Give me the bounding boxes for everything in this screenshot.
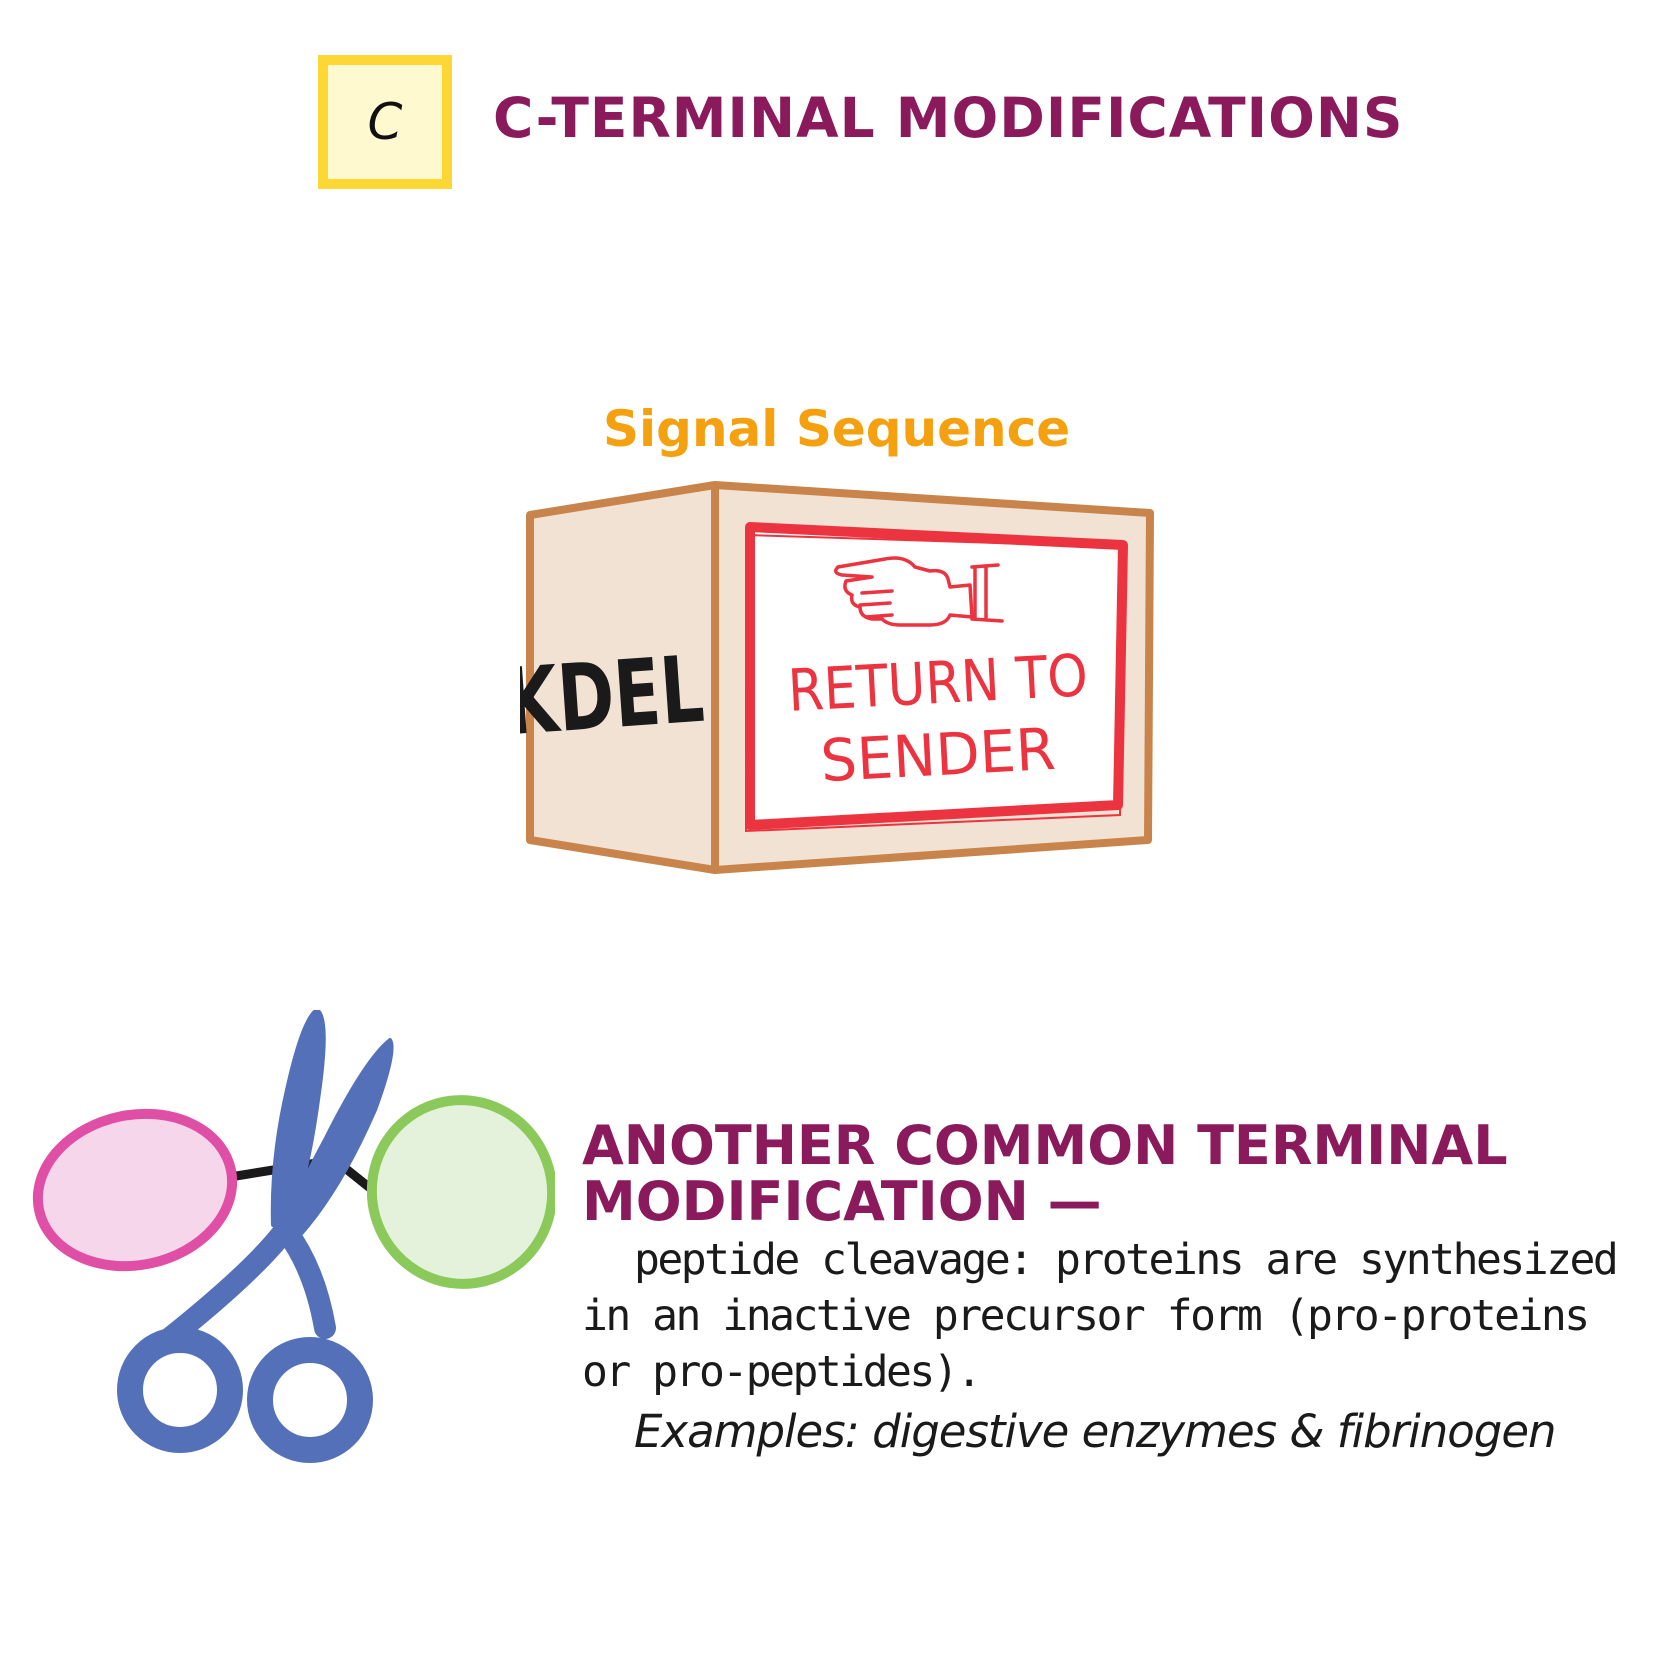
return-to-sender-stamp: RETURN TO SENDER — [744, 522, 1128, 833]
scissors-icon — [117, 1010, 394, 1463]
section-badge: C — [318, 55, 452, 189]
modification-body-text: peptide cleavage: proteins are synthesiz… — [582, 1235, 1619, 1397]
box-side-text: KDEL — [520, 635, 707, 756]
modification-heading: ANOTHER COMMON TERMINAL MODIFICATION — — [582, 1114, 1508, 1233]
pink-protein-oval — [32, 1108, 238, 1272]
scissors-cleavage-illustration — [32, 1010, 555, 1463]
page-title: C-TERMINAL MODIFICATIONS — [493, 86, 1404, 150]
modification-examples: Examples: digestive enzymes & fibrinogen — [634, 1405, 1557, 1458]
green-protein-oval — [366, 1095, 555, 1289]
stamp-line-2: SENDER — [819, 715, 1057, 795]
stamp-line-1: RETURN TO — [786, 641, 1089, 725]
pointing-hand-icon — [834, 556, 1004, 627]
shipping-box-illustration: KDEL RETURN TO SENDER — [520, 481, 1154, 874]
section-badge-letter: C — [328, 65, 442, 179]
signal-sequence-label: Signal Sequence — [603, 400, 1071, 458]
modification-description: peptide cleavage: proteins are synthesiz… — [582, 1232, 1642, 1400]
